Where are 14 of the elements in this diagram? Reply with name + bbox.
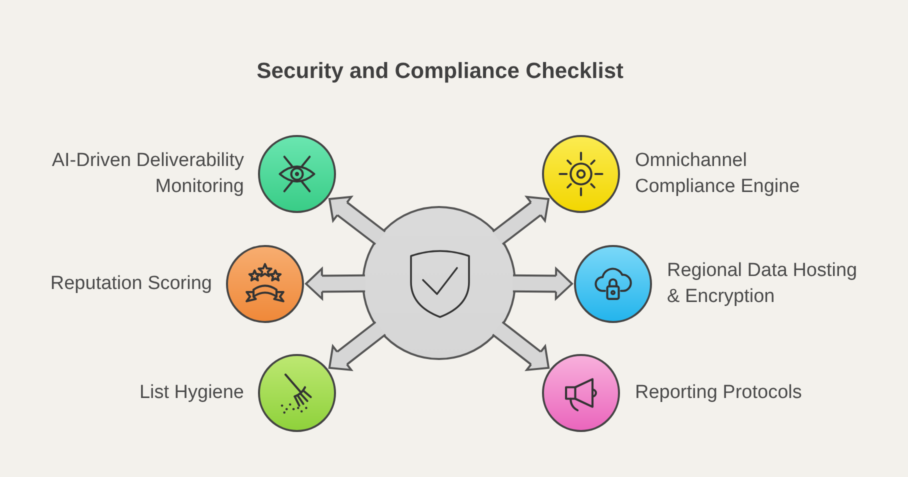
topic-label: Reputation Scoring <box>49 272 212 296</box>
icon-circle <box>542 135 620 213</box>
topic-label: AI-Driven Deliverability Monitoring <box>50 149 244 199</box>
hub-circle <box>362 206 516 360</box>
diagram-title: Security and Compliance Checklist <box>256 57 624 85</box>
icon-circle <box>574 245 652 323</box>
icon-circle <box>258 354 336 432</box>
topic-label: Reporting Protocols <box>635 381 803 405</box>
icon-circle <box>542 354 620 432</box>
topic-label: Regional Data Hosting & Encryption <box>667 259 858 309</box>
icon-circle <box>226 245 304 323</box>
topic-label: Omnichannel Compliance Engine <box>635 149 801 199</box>
icon-circle <box>258 135 336 213</box>
topic-label: List Hygiene <box>138 381 244 405</box>
